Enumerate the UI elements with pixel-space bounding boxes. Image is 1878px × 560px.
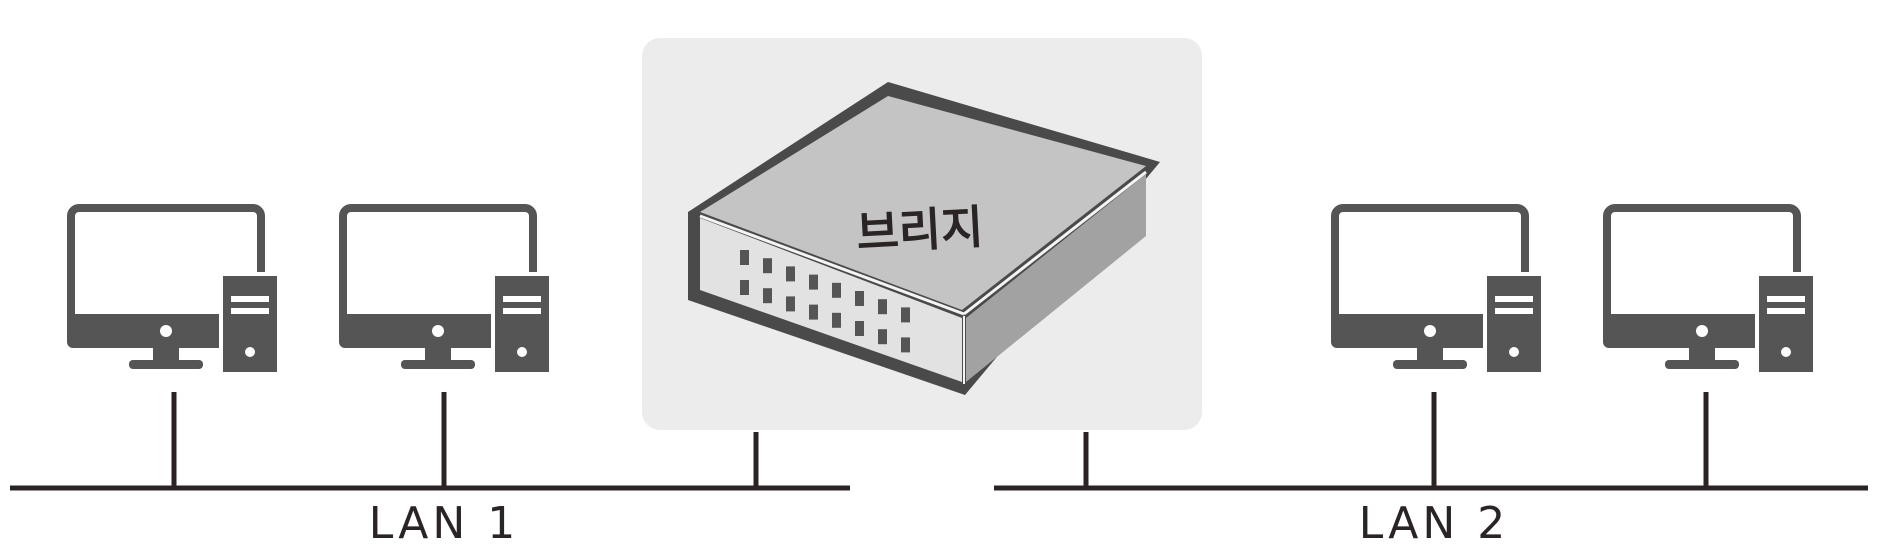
computer-icon-lan1-b (339, 208, 549, 372)
bridge-port (763, 288, 772, 304)
bridge-port (855, 291, 864, 306)
bridge-port (901, 337, 910, 353)
bridge-port-array (740, 250, 910, 353)
bridge-port (832, 282, 841, 298)
computer-icon-lan2-b (1603, 208, 1813, 372)
bridge-port (855, 321, 864, 336)
bridge-port (809, 304, 818, 320)
bridge-port (786, 266, 795, 282)
bridge-port (740, 280, 749, 295)
bridge-port (832, 312, 841, 328)
network-bridge-icon (688, 82, 1160, 395)
bridge-port (878, 299, 887, 315)
bridge-port (901, 307, 910, 323)
bridge-port (878, 329, 887, 345)
bridge-port (740, 250, 749, 265)
bridge-port (763, 258, 772, 274)
lan2-segment (994, 392, 1868, 491)
bridge-port (786, 296, 795, 312)
computer-icon-lan2-a (1331, 208, 1541, 372)
bridge-label: 브리지 (855, 200, 985, 261)
lan1-label: LAN 1 (369, 498, 520, 549)
lan2-label: LAN 2 (1359, 498, 1510, 549)
bridge-port (809, 274, 818, 290)
lan1-segment (10, 392, 850, 491)
computer-icon-lan1-a (67, 208, 277, 372)
